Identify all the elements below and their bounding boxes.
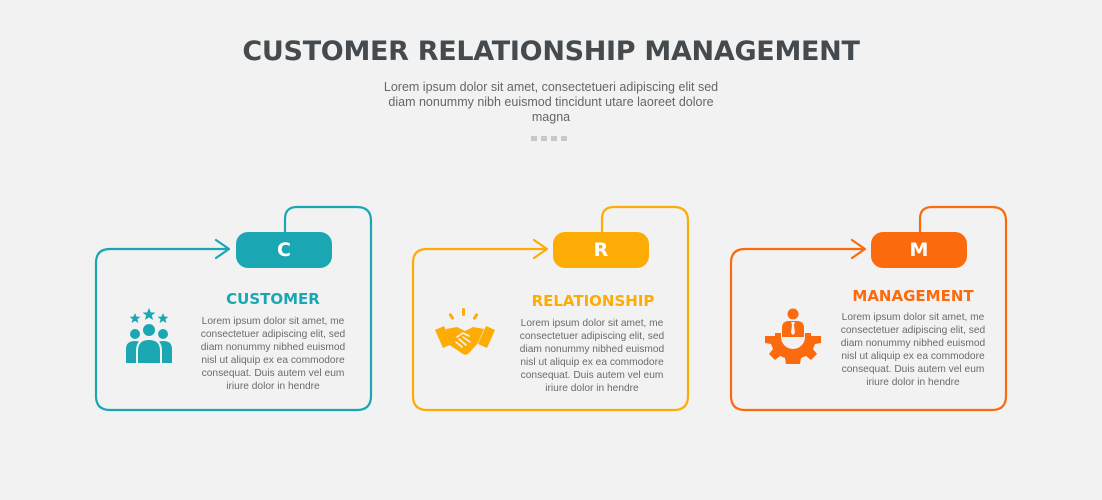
step-title: RELATIONSHIP — [531, 292, 655, 310]
manager-gear-icon — [765, 308, 821, 364]
step-title: MANAGEMENT — [852, 287, 974, 305]
divider-dot — [551, 136, 557, 141]
card-frame-relationship — [411, 205, 690, 412]
divider-dot — [531, 136, 537, 141]
step-letter-badge: R — [553, 232, 649, 268]
customer-group-icon — [126, 308, 172, 365]
page-title: CUSTOMER RELATIONSHIP MANAGEMENT — [242, 36, 860, 67]
step-title: CUSTOMER — [226, 290, 320, 308]
divider-dots — [531, 136, 567, 141]
step-letter-badge: C — [236, 232, 332, 268]
handshake-icon — [435, 308, 495, 355]
step-letter-badge: M — [871, 232, 967, 268]
card-frame-customer — [94, 205, 373, 412]
step-description: Lorem ipsum dolor sit amet, me consectet… — [200, 316, 346, 392]
step-description: Lorem ipsum dolor sit amet, me consectet… — [840, 312, 986, 388]
divider-dot — [561, 136, 567, 141]
divider-dot — [541, 136, 547, 141]
page-subtitle: Lorem ipsum dolor sit amet, consectetuer… — [383, 80, 719, 124]
card-frame-management — [729, 205, 1008, 412]
step-description: Lorem ipsum dolor sit amet, me consectet… — [519, 318, 665, 394]
